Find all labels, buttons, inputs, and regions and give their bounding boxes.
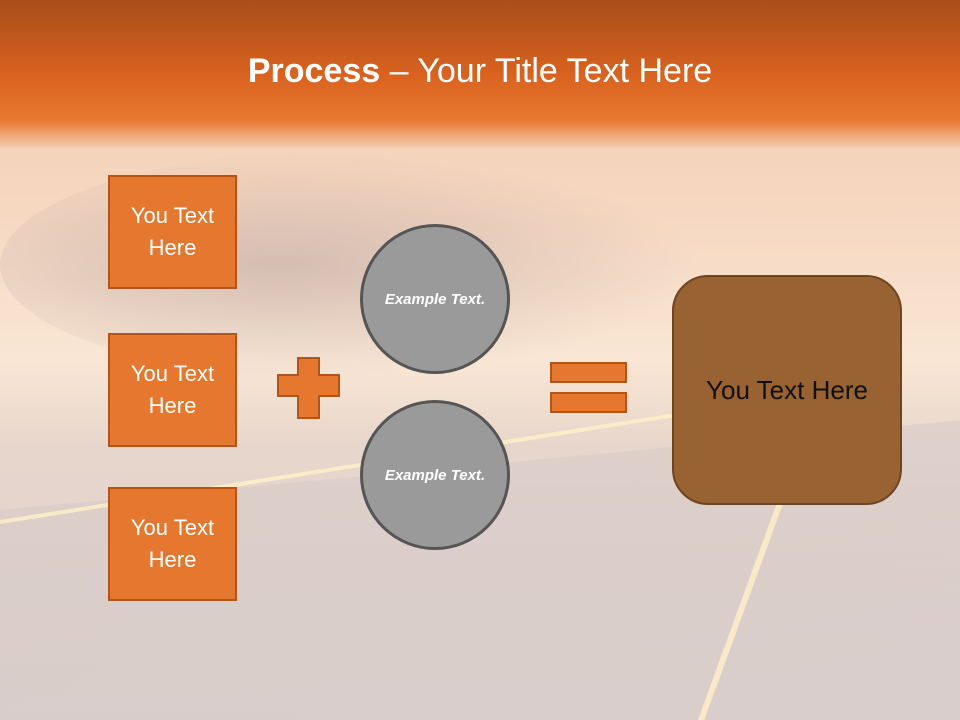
- title-rest: – Your Title Text Here: [380, 52, 713, 90]
- result-label: You Text Here: [706, 374, 868, 405]
- circle-label: Example Text.: [384, 466, 486, 484]
- result-box: You Text Here: [672, 275, 902, 505]
- circle-label: Example Text.: [384, 290, 486, 308]
- example-circle-1: Example Text.: [360, 224, 510, 374]
- background-cloud: [0, 150, 700, 380]
- input-box-label: You Text Here: [130, 515, 215, 572]
- page-title: Process – Your Title Text Here: [0, 52, 960, 91]
- input-box-1: You Text Here: [108, 175, 237, 289]
- input-box-label: You Text Here: [130, 203, 215, 260]
- title-bold: Process: [247, 52, 381, 90]
- header-band: [0, 0, 960, 150]
- example-circle-2: Example Text.: [360, 400, 510, 550]
- input-box-label: You Text Here: [130, 361, 215, 418]
- input-box-2: You Text Here: [108, 333, 237, 447]
- input-box-3: You Text Here: [108, 487, 237, 601]
